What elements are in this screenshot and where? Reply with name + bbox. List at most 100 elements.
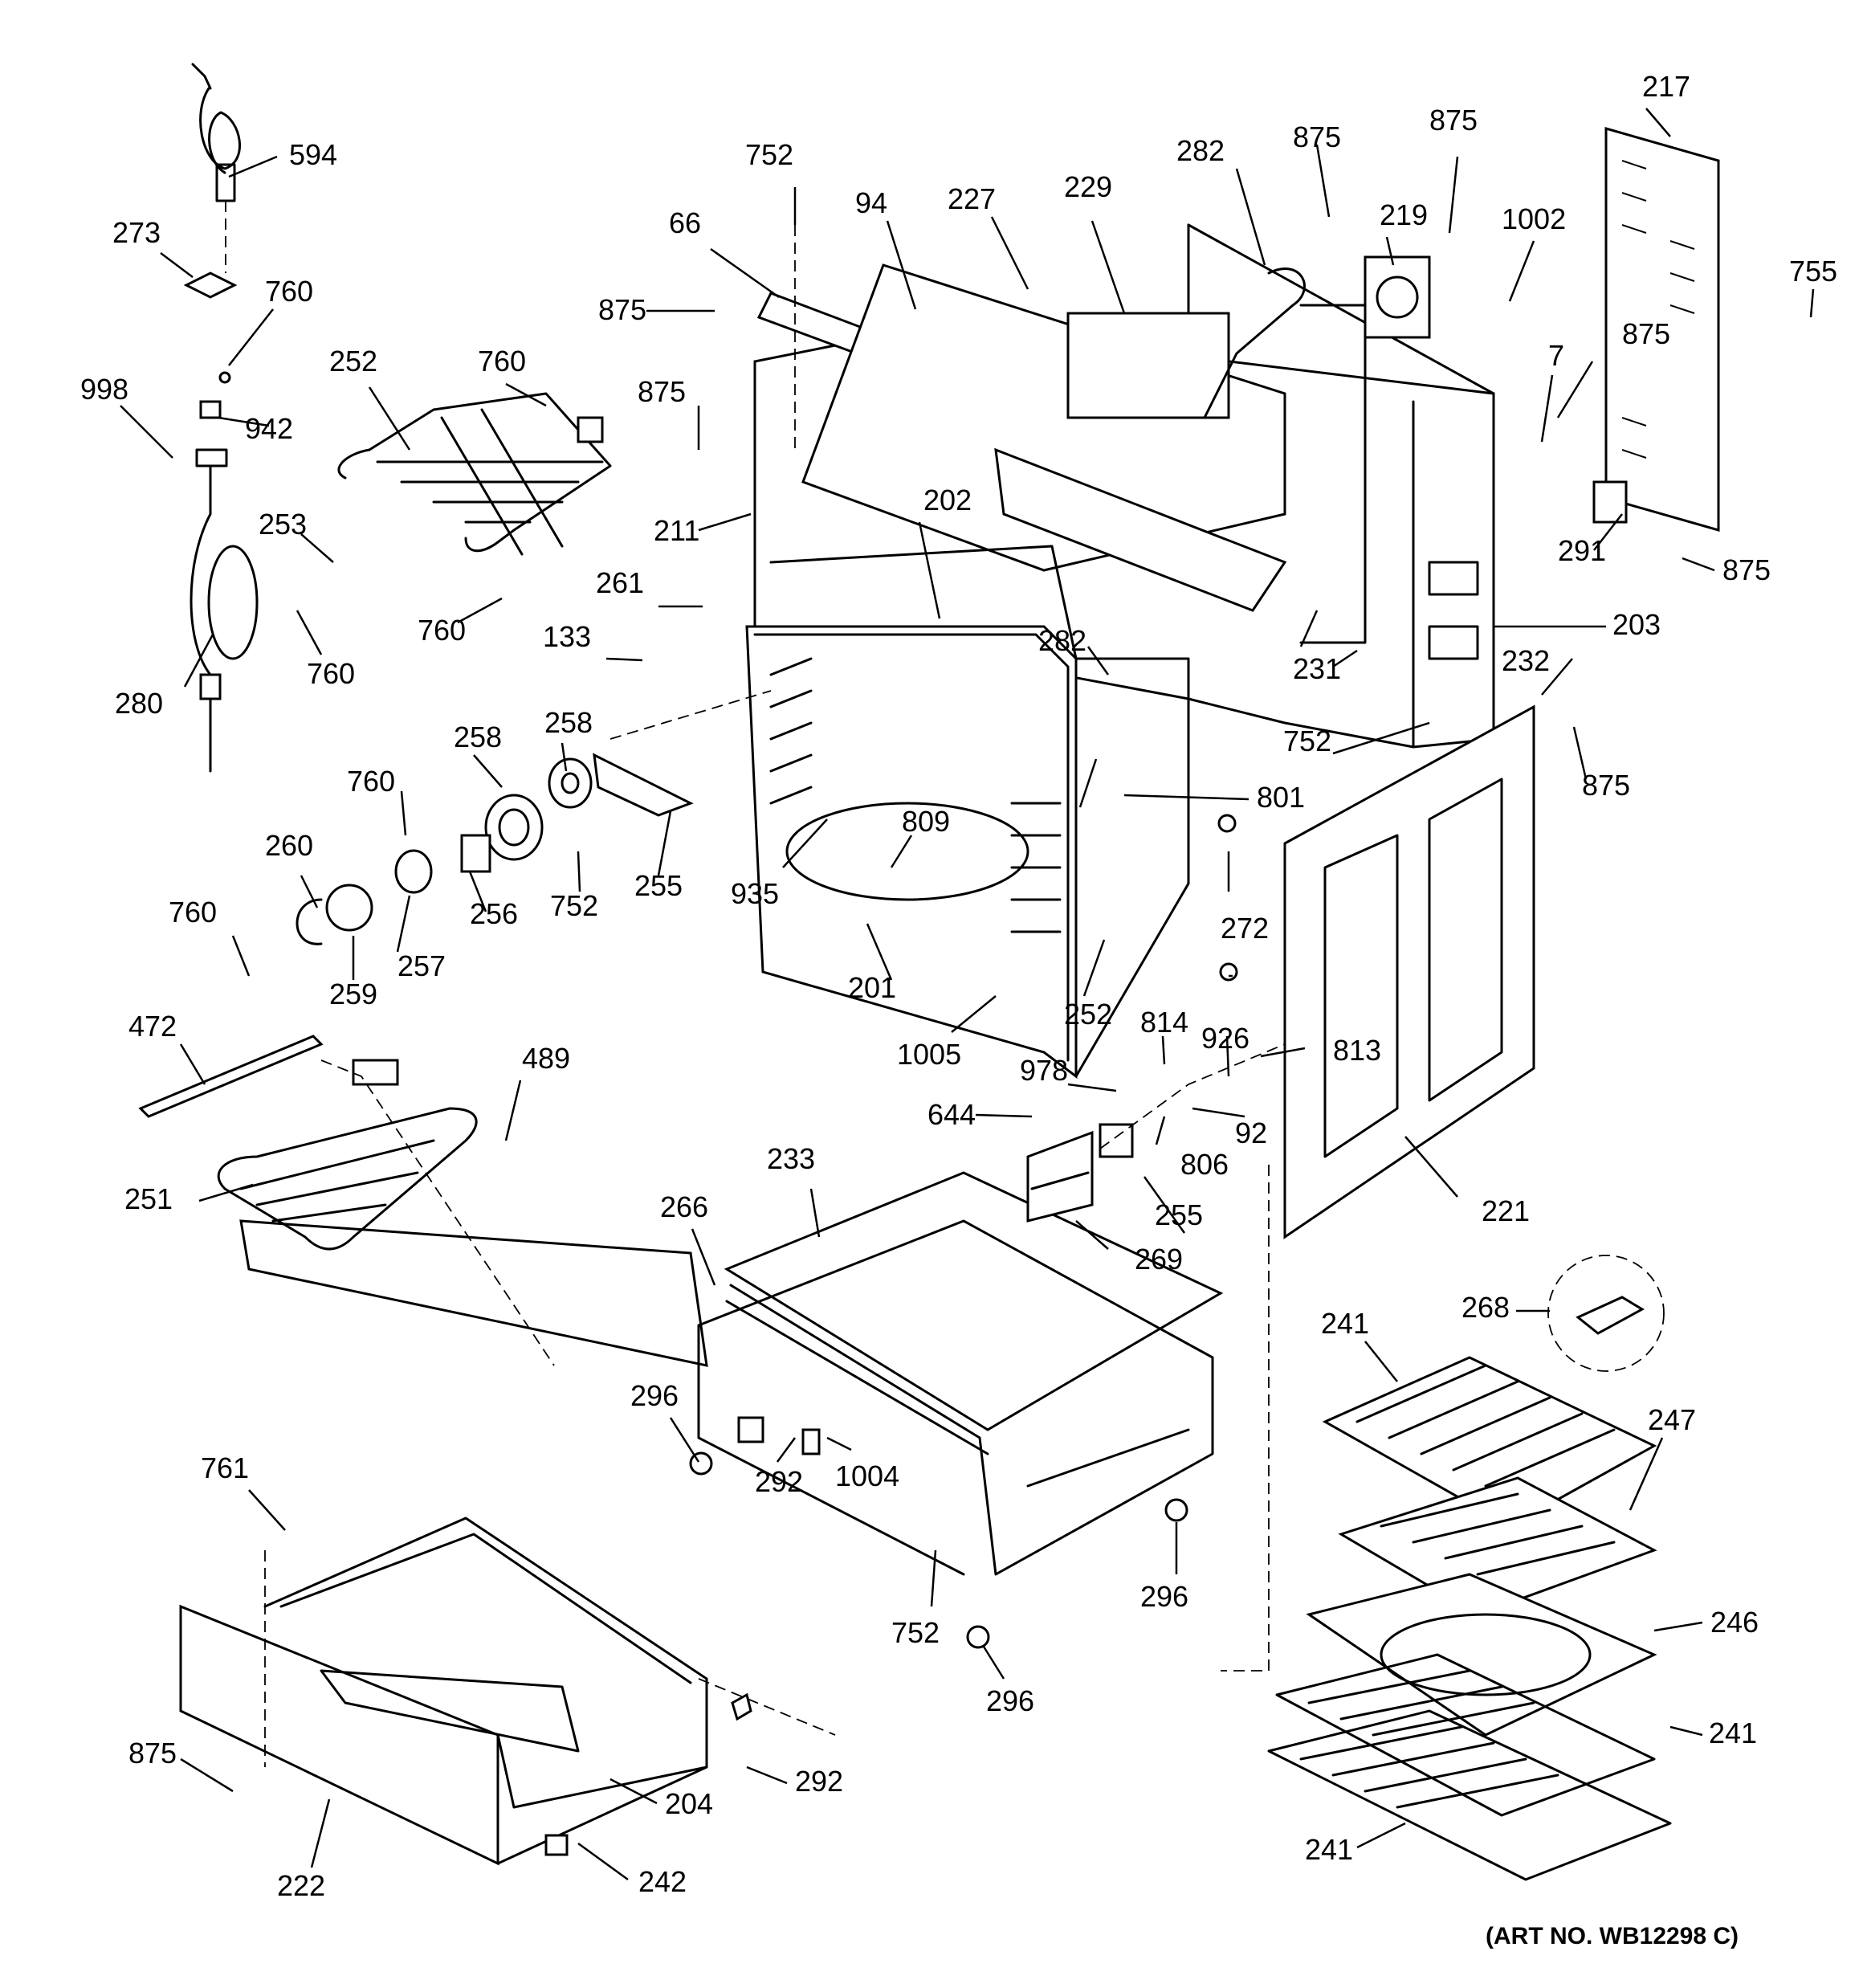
callout-247: 247 xyxy=(1648,1403,1696,1436)
callout-204: 204 xyxy=(665,1787,713,1820)
assembly-guide-lines xyxy=(264,225,1286,1767)
callout-227: 227 xyxy=(948,182,996,215)
callout-7: 7 xyxy=(1548,339,1564,372)
callout-761: 761 xyxy=(201,1451,249,1484)
callout-269: 269 xyxy=(1135,1243,1183,1276)
callout-246: 246 xyxy=(1710,1606,1759,1639)
oven-racks xyxy=(1267,1255,1672,1881)
callout-280: 280 xyxy=(115,687,163,720)
callout-253: 253 xyxy=(259,508,307,541)
callout-760: 760 xyxy=(418,614,466,647)
callout-296: 296 xyxy=(986,1684,1034,1717)
callout-760: 760 xyxy=(265,275,313,308)
callout-92: 92 xyxy=(1235,1116,1267,1149)
callout-752: 752 xyxy=(1283,725,1331,757)
callout-752: 752 xyxy=(745,138,793,171)
oven-cavity xyxy=(745,545,1190,1079)
callout-935: 935 xyxy=(731,877,779,910)
callout-252: 252 xyxy=(1064,998,1112,1031)
callout-233: 233 xyxy=(767,1142,815,1175)
bake-element-lower xyxy=(138,1035,708,1367)
right-side-panel xyxy=(1592,127,1720,532)
callout-241: 241 xyxy=(1305,1833,1353,1866)
lower-body-frame xyxy=(697,1171,1224,1576)
callout-296: 296 xyxy=(1140,1580,1188,1613)
callout-266: 266 xyxy=(660,1190,708,1223)
callout-133: 133 xyxy=(543,620,591,653)
callout-801: 801 xyxy=(1257,781,1305,814)
storage-drawer xyxy=(179,1517,708,1866)
callout-261: 261 xyxy=(596,566,644,599)
sensor-probe-assembly xyxy=(183,63,259,773)
callout-202: 202 xyxy=(923,484,972,516)
callout-217: 217 xyxy=(1642,70,1690,103)
callout-292: 292 xyxy=(755,1465,803,1498)
leader-lines xyxy=(120,108,1815,1881)
oven-light-assembly xyxy=(296,753,694,945)
callout-752: 752 xyxy=(550,889,598,922)
callout-255: 255 xyxy=(634,869,683,902)
callout-231: 231 xyxy=(1293,652,1341,685)
callout-926: 926 xyxy=(1201,1022,1249,1055)
rear-panel-219 xyxy=(1364,255,1431,339)
callout-472: 472 xyxy=(128,1010,177,1043)
callout-221: 221 xyxy=(1482,1194,1530,1227)
callout-252: 252 xyxy=(329,345,377,378)
callout-273: 273 xyxy=(112,216,161,249)
callout-875: 875 xyxy=(1293,120,1341,153)
callout-875: 875 xyxy=(1582,769,1630,802)
callout-241: 241 xyxy=(1321,1307,1369,1340)
callout-259: 259 xyxy=(329,978,377,1010)
callout-268: 268 xyxy=(1461,1291,1510,1324)
callout-755: 755 xyxy=(1789,255,1837,288)
callout-66: 66 xyxy=(669,206,701,239)
callout-296: 296 xyxy=(630,1379,679,1412)
callout-292: 292 xyxy=(795,1765,843,1798)
callout-282: 282 xyxy=(1038,624,1086,657)
callout-203: 203 xyxy=(1612,608,1661,641)
callout-489: 489 xyxy=(522,1042,570,1075)
hinge-bracket xyxy=(1026,1123,1134,1223)
callout-875: 875 xyxy=(1722,553,1771,586)
callout-1004: 1004 xyxy=(835,1459,899,1492)
misc-fasteners xyxy=(544,814,1238,1856)
callout-760: 760 xyxy=(478,345,526,378)
callout-229: 229 xyxy=(1064,170,1112,203)
callout-labels: 594 273 760 998 942 280 252 760 253 760 … xyxy=(80,70,1837,1902)
callout-1005: 1005 xyxy=(897,1038,961,1071)
callout-813: 813 xyxy=(1333,1034,1381,1067)
callout-1002: 1002 xyxy=(1502,202,1566,235)
callout-875: 875 xyxy=(128,1737,177,1770)
callout-255: 255 xyxy=(1155,1198,1203,1231)
callout-232: 232 xyxy=(1502,644,1550,677)
callout-201: 201 xyxy=(848,971,896,1004)
callout-760: 760 xyxy=(307,657,355,690)
callout-258: 258 xyxy=(544,706,593,739)
callout-258: 258 xyxy=(454,720,502,753)
art-number-label: (ART NO. WB12298 C) xyxy=(1486,1923,1739,1949)
callout-219: 219 xyxy=(1380,198,1428,231)
callout-260: 260 xyxy=(265,829,313,862)
callout-942: 942 xyxy=(245,412,293,445)
callout-875: 875 xyxy=(1429,104,1478,137)
side-door-panel xyxy=(1283,704,1535,1239)
broil-element-top xyxy=(337,392,612,556)
callout-978: 978 xyxy=(1020,1054,1068,1087)
callout-806: 806 xyxy=(1180,1148,1229,1181)
callout-211: 211 xyxy=(654,514,699,547)
callout-242: 242 xyxy=(638,1865,687,1898)
callout-875: 875 xyxy=(1622,317,1670,350)
callout-760: 760 xyxy=(169,896,217,929)
callout-644: 644 xyxy=(927,1098,976,1131)
callout-257: 257 xyxy=(397,949,446,982)
callout-241: 241 xyxy=(1709,1717,1757,1749)
callout-256: 256 xyxy=(470,897,518,930)
callout-272: 272 xyxy=(1221,912,1269,945)
callout-814: 814 xyxy=(1140,1006,1188,1039)
callout-251: 251 xyxy=(124,1182,173,1215)
callout-760: 760 xyxy=(347,765,395,798)
callout-875: 875 xyxy=(598,293,646,326)
callout-94: 94 xyxy=(855,186,887,219)
callout-809: 809 xyxy=(902,805,950,838)
